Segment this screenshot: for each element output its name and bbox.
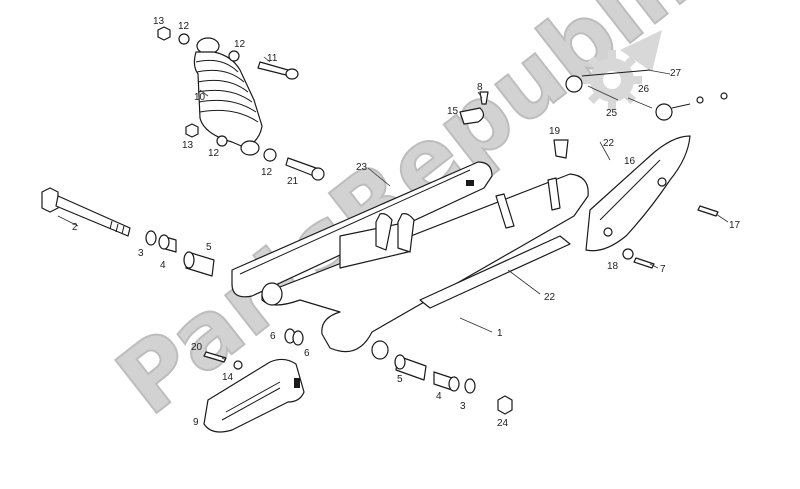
shock-upper-bolt	[257, 61, 299, 80]
leader-lines	[57, 56, 729, 361]
callout-21: 21	[287, 176, 299, 187]
slider-hardware	[203, 328, 304, 370]
callout-3-right: 3	[460, 401, 466, 412]
shock-absorber	[193, 37, 263, 156]
chain-guard-hardware	[622, 205, 719, 269]
callout-16: 16	[624, 156, 636, 167]
callout-27: 27	[670, 68, 682, 79]
callout-19: 19	[549, 126, 561, 137]
callout-12-bottom: 12	[261, 167, 273, 178]
right-pivot-bushings	[394, 354, 513, 415]
callout-labels: 1 2 3 3 4 4 5 5 6 6 7 8 9 10 11 12 12 12…	[72, 16, 741, 429]
callout-9: 9	[193, 417, 199, 428]
chain-slider	[203, 358, 305, 433]
callout-12-upper: 12	[234, 39, 246, 50]
callout-6-left: 6	[270, 331, 276, 342]
callout-15: 15	[447, 106, 459, 117]
watermark-gear-logo	[582, 30, 662, 110]
callout-24: 24	[497, 418, 509, 429]
callout-5-left: 5	[206, 242, 212, 253]
callout-3-left: 3	[138, 248, 144, 259]
callout-5-right: 5	[397, 374, 403, 385]
shock-lower-bolt	[285, 157, 325, 181]
left-pivot-bushings	[145, 230, 215, 277]
callout-6-right: 6	[304, 348, 310, 359]
callout-2: 2	[72, 222, 78, 233]
callout-13-bottom: 13	[182, 140, 194, 151]
callout-10: 10	[194, 92, 206, 103]
swingarm-main	[261, 173, 589, 360]
chain-guard	[585, 135, 691, 252]
callout-1: 1	[497, 328, 503, 339]
shock-hardware	[157, 26, 277, 162]
callout-25: 25	[606, 108, 618, 119]
callout-20: 20	[191, 342, 203, 353]
callout-13-top: 13	[153, 16, 165, 27]
callout-12-top: 12	[178, 21, 190, 32]
callout-22-bottom: 22	[544, 292, 556, 303]
callout-18: 18	[607, 261, 619, 272]
callout-22-top: 22	[603, 138, 615, 149]
callout-26: 26	[638, 84, 650, 95]
callout-12-lower: 12	[208, 148, 220, 159]
swingarm-axle-bolt	[41, 187, 131, 237]
callout-4-left: 4	[160, 260, 166, 271]
callout-4-right: 4	[436, 391, 442, 402]
callout-14: 14	[222, 372, 234, 383]
small-bracket	[553, 139, 569, 159]
callout-23: 23	[356, 162, 368, 173]
spacer-hardware	[565, 69, 728, 121]
callout-7: 7	[660, 264, 666, 275]
cable-clip	[459, 91, 489, 125]
upper-linkage-arm	[231, 161, 493, 298]
callout-17: 17	[729, 220, 741, 231]
callout-11: 11	[267, 53, 278, 64]
callout-8: 8	[477, 82, 483, 93]
